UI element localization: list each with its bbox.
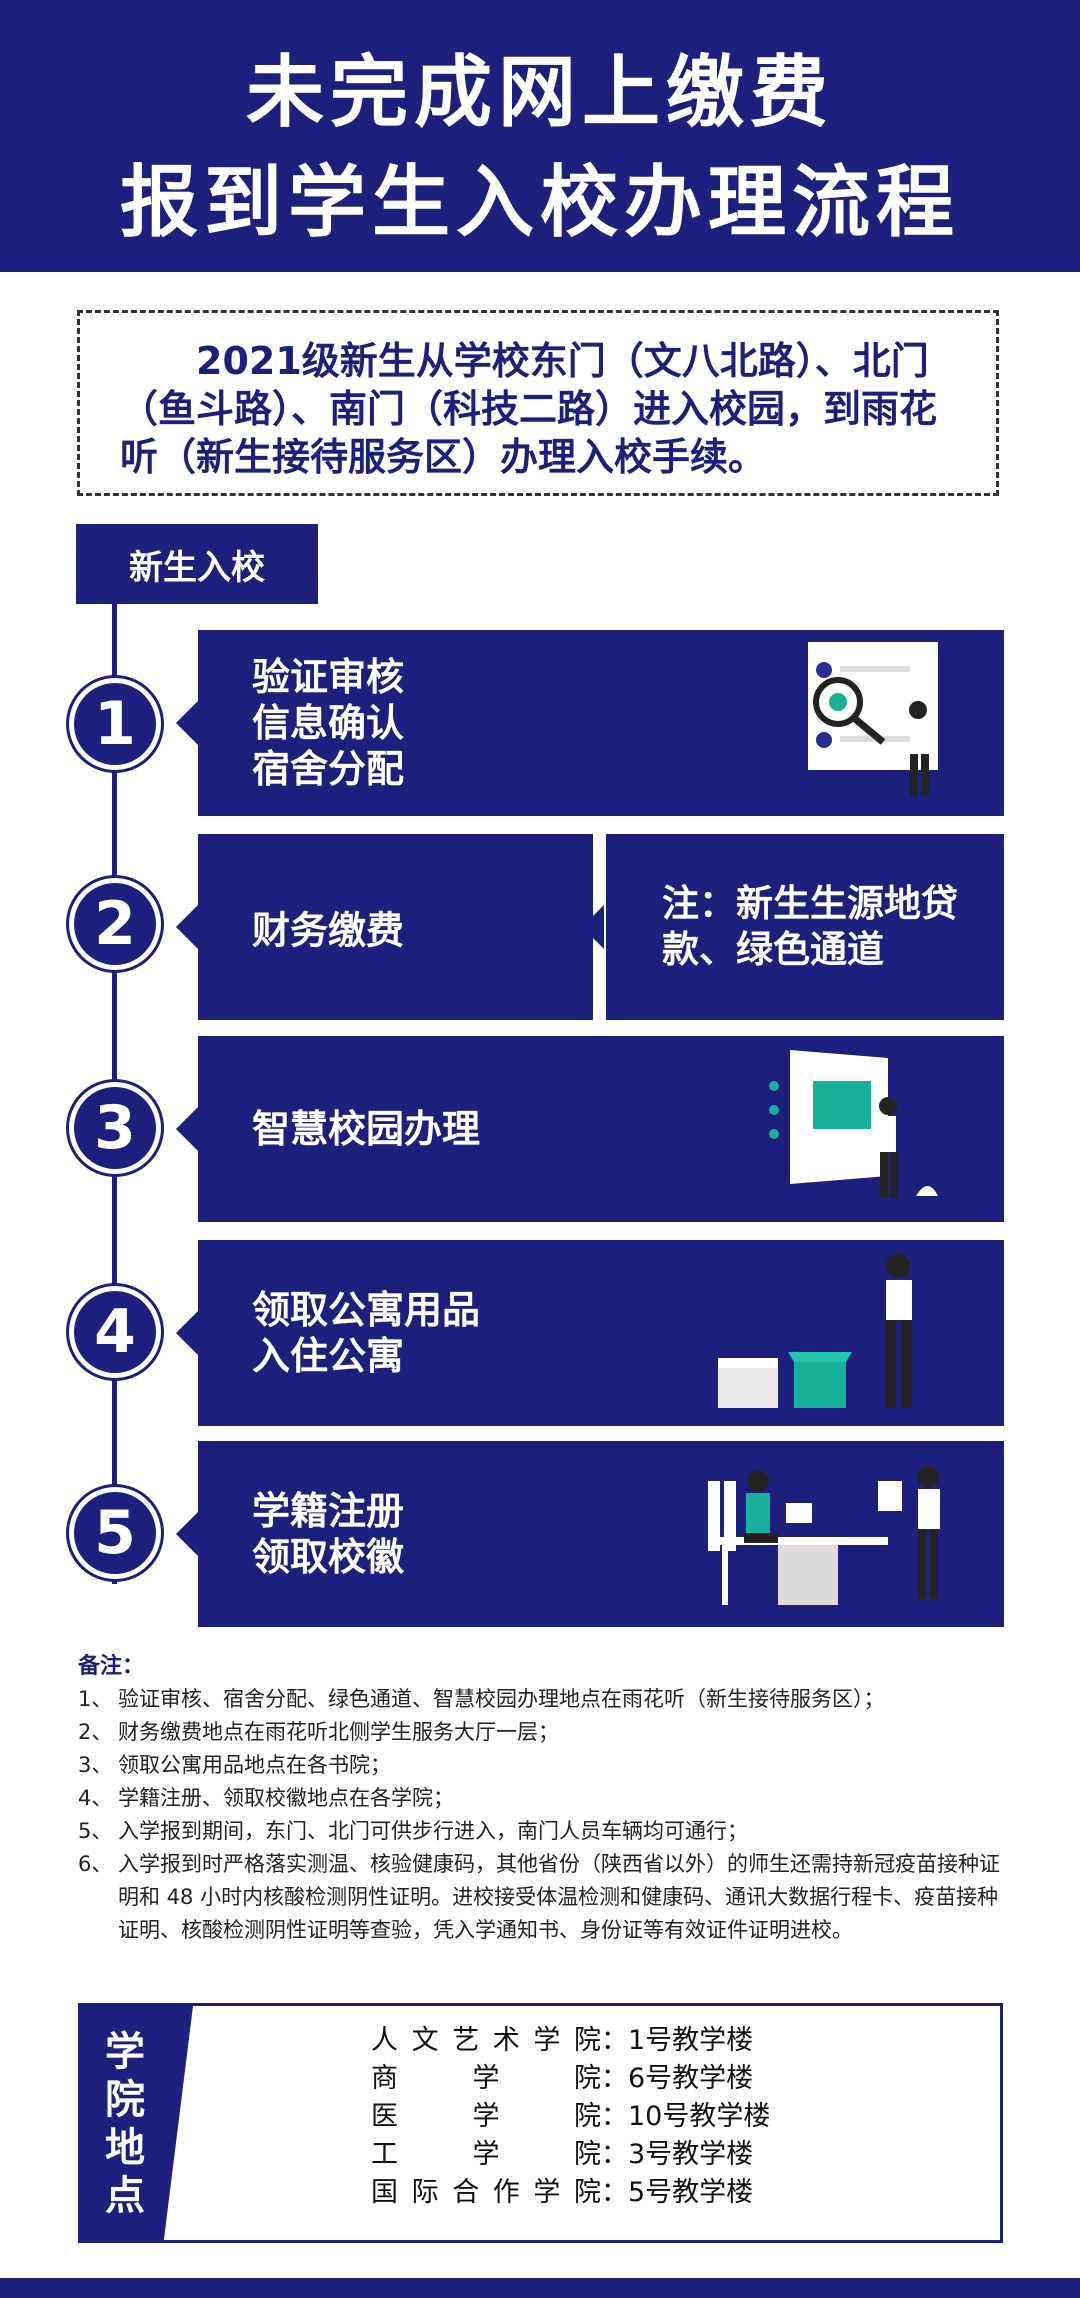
card-notch <box>582 905 604 949</box>
college-side-label: 学 院 地 点 <box>105 2029 145 2219</box>
card-notch <box>176 1107 198 1151</box>
notes-title: 备注： <box>78 1654 145 1679</box>
college-locations-box: 学 院 地 点 人文艺术学院：1号教学楼 商学院：6号教学楼 医学院：10号教学… <box>78 2003 1003 2243</box>
step-3-text: 智慧校园办理 <box>252 1107 481 1151</box>
step-2-note-text: 注：新生生源地贷 款、绿色通道 <box>662 882 958 971</box>
card-notch <box>176 905 198 949</box>
registration-illustration-icon <box>708 1466 940 1605</box>
list-item: 2、财务缴费地点在雨花听北侧学生服务大厅一层； <box>78 1720 559 1744</box>
title-line-1: 未完成网上缴费 <box>245 48 834 138</box>
step-5-text: 学籍注册 领取校徽 <box>252 1489 405 1579</box>
card-notch <box>176 1311 198 1355</box>
list-item: 1、验证审核、宿舍分配、绿色通道、智慧校园办理地点在雨花听（新生接待服务区）； <box>78 1687 885 1711</box>
list-item: 3、领取公寓用品地点在各书院； <box>78 1753 391 1777</box>
list-item: 5、入学报到期间，东门、北门可供步行进入，南门人员车辆均可通行； <box>78 1819 748 1843</box>
list-item: 医学院：10号教学楼 <box>371 2101 771 2132</box>
header-banner: 未完成网上缴费 报到学生入校办理流程 <box>0 0 1080 272</box>
step-2-card: 财务缴费 <box>176 834 593 1020</box>
review-illustration-icon <box>808 642 938 796</box>
college-list: 人文艺术学院：1号教学楼 商学院：6号教学楼 医学院：10号教学楼 工学院：3号… <box>371 2022 770 2212</box>
section-tab: 新生入校 <box>76 524 318 604</box>
apartment-supplies-illustration-icon <box>718 1254 912 1408</box>
step-1-card: 验证审核 信息确认 宿舍分配 <box>176 630 1004 816</box>
footer-bar <box>0 2278 1080 2298</box>
list-item: 商学院：6号教学楼 <box>371 2063 754 2094</box>
card-notch <box>176 701 198 745</box>
step-2-note-card: 注：新生生源地贷 款、绿色通道 <box>582 834 1004 1020</box>
step-2-number: 2 <box>74 883 156 965</box>
step-3-number: 3 <box>74 1087 156 1169</box>
step-2-text: 财务缴费 <box>252 908 405 953</box>
title-line-2: 报到学生入校办理流程 <box>119 158 960 248</box>
notes-section: 备注： 1、验证审核、宿舍分配、绿色通道、智慧校园办理地点在雨花听（新生接待服务… <box>78 1650 1008 1947</box>
step-5-card: 学籍注册 领取校徽 <box>176 1441 1004 1627</box>
list-item: 6、入学报到时严格落实测温、核验健康码，其他省份（陕西省以外）的师生还需持新冠疫… <box>78 1852 1000 1942</box>
card-notch <box>176 1512 198 1556</box>
list-item: 国际合作学院：5号教学楼 <box>371 2177 754 2208</box>
step-4-text: 领取公寓用品 入住公寓 <box>252 1288 481 1378</box>
step-1-number: 1 <box>74 683 156 765</box>
list-item: 4、学籍注册、领取校徽地点在各学院； <box>78 1786 454 1810</box>
smart-campus-illustration-icon <box>769 1050 938 1198</box>
intro-box: 2021级新生从学校东门（文八北路）、北门（鱼斗路）、南门（科技二路）进入校园，… <box>77 310 999 496</box>
step-4-number: 4 <box>74 1291 156 1373</box>
step-3-card: 智慧校园办理 <box>176 1036 1004 1222</box>
list-item: 工学院：3号教学楼 <box>371 2139 754 2170</box>
step-4-card: 领取公寓用品 入住公寓 <box>176 1240 1004 1426</box>
step-5-number: 5 <box>74 1492 156 1574</box>
list-item: 人文艺术学院：1号教学楼 <box>371 2025 754 2056</box>
step-1-text: 验证审核 信息确认 宿舍分配 <box>252 655 405 791</box>
